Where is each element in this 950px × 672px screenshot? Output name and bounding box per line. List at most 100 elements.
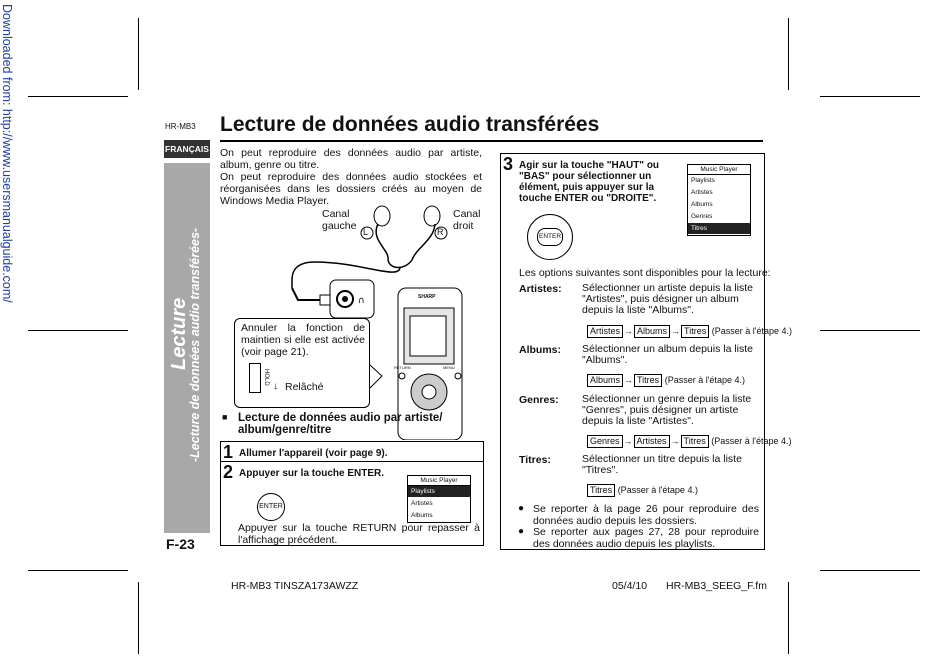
bullet-text: Se reporter à la page 26 pour reproduire… <box>533 503 759 527</box>
svg-text:∩: ∩ <box>358 296 365 306</box>
bullet-dot-icon: ● <box>518 503 525 514</box>
side-bar <box>164 163 210 533</box>
relache-label: Relâché <box>285 381 324 393</box>
language-tab: FRANÇAIS <box>164 140 210 158</box>
menu-item[interactable]: Playlists <box>408 486 470 498</box>
crop-mark <box>820 330 920 331</box>
flow-chip: Titres <box>634 374 663 387</box>
arrow-right-icon: → <box>670 436 680 446</box>
page-title: Lecture de données audio transférées <box>220 113 600 136</box>
option-term: Titres: <box>519 454 551 466</box>
crop-mark <box>138 18 139 90</box>
menu-label: MENU <box>443 365 455 370</box>
device-brand: SHARP <box>418 294 436 300</box>
step-1-text: Allumer l'appareil (voir page 9). <box>239 448 388 459</box>
crop-mark <box>28 96 128 97</box>
option-term: Albums: <box>519 344 561 356</box>
option-flow: Genres→Artistes→Titres (Passer à l'étape… <box>587 435 791 448</box>
menu-item[interactable]: Titres <box>688 223 750 235</box>
flow-note: (Passer à l'étape 4.) <box>664 375 745 385</box>
option-flow: Artistes→Albums→Titres (Passer à l'étape… <box>587 325 792 338</box>
flow-chip: Artistes <box>633 435 670 448</box>
flow-chip: Titres <box>681 325 710 338</box>
canal-droit-label: Canal droit <box>453 208 481 232</box>
menu-item[interactable]: Albums <box>688 199 750 211</box>
arrow-right-icon: → <box>623 436 633 446</box>
step-3-number: 3 <box>503 154 514 174</box>
model-small: HR-MB3 <box>165 122 196 131</box>
option-desc: Sélectionner un artiste depuis la liste … <box>582 282 754 316</box>
arrow-down-icon: ↓ <box>273 381 278 392</box>
crop-mark <box>788 582 789 654</box>
flow-chip: Albums <box>587 374 624 387</box>
enter-center[interactable]: ENTER <box>537 228 563 246</box>
letter-l: L <box>363 227 369 237</box>
enter-label: ENTER <box>259 503 283 510</box>
flow-chip: Genres <box>587 435 623 448</box>
music-player-menu-large: Music Player Playlists Artistes Albums G… <box>687 164 751 236</box>
crop-mark <box>28 330 128 331</box>
step-1-number: 1 <box>223 442 234 462</box>
crop-mark <box>820 570 920 571</box>
canal-gauche-label: Canal gauche <box>322 208 357 232</box>
options-intro: Les options suivantes sont disponibles p… <box>519 267 771 279</box>
bullet-dot-icon: ● <box>518 526 525 537</box>
menu-item[interactable]: Genres <box>688 211 750 223</box>
watermark-link[interactable]: Downloaded from: http://www.usersmanualg… <box>0 4 14 303</box>
intro-paragraph-2: On peut reproduire des données audio sto… <box>220 171 482 207</box>
menu-item[interactable]: Artistes <box>408 498 470 510</box>
flow-note: (Passer à l'étape 4.) <box>617 485 698 495</box>
menu-item[interactable]: Playlists <box>688 175 750 187</box>
crop-mark <box>138 582 139 654</box>
hold-note-text: Annuler la fonction de maintien si elle … <box>241 322 365 358</box>
step-2-number: 2 <box>223 462 234 482</box>
section-heading: Lecture de données audio par artiste/ al… <box>238 412 443 436</box>
flow-chip: Titres <box>587 484 616 497</box>
option-desc: Sélectionner un titre depuis la liste "T… <box>582 453 742 476</box>
footer-left: HR-MB3 TINSZA173AWZZ <box>231 580 359 592</box>
flow-note: (Passer à l'étape 4.) <box>711 436 792 446</box>
flow-note: (Passer à l'étape 4.) <box>711 326 792 336</box>
intro-paragraph-1: On peut reproduire des données audio par… <box>220 147 482 171</box>
option-flow: Albums→Titres (Passer à l'étape 4.) <box>587 374 745 387</box>
option-desc: Sélectionner un genre depuis la liste "G… <box>582 393 752 427</box>
options-box <box>500 261 765 550</box>
hold-switch <box>249 363 261 393</box>
arrow-right-icon: → <box>671 326 681 336</box>
enter-label: ENTER <box>538 233 562 240</box>
nav-wheel[interactable]: ENTER <box>527 214 573 260</box>
menu-header: Music Player <box>688 165 750 175</box>
menu-header: Music Player <box>408 476 470 486</box>
option-term: Artistes: <box>519 283 562 295</box>
hold-label: HOLD <box>263 369 269 386</box>
return-label: RETURN <box>394 365 411 370</box>
music-player-menu-small: Music Player Playlists Artistes Albums <box>407 475 471 523</box>
flow-chip: Titres <box>680 435 709 448</box>
enter-button[interactable]: ENTER <box>257 493 285 521</box>
flow-chip: Artistes <box>587 325 624 338</box>
option-desc: Sélectionner un album depuis la liste "A… <box>582 343 754 366</box>
crop-mark <box>788 18 789 90</box>
earphones-illustration: ∩ <box>291 205 463 440</box>
menu-item[interactable]: Albums <box>408 510 470 522</box>
bullet-text: Se reporter aux pages 27, 28 pour reprod… <box>533 526 759 550</box>
menu-item[interactable]: Artistes <box>688 187 750 199</box>
title-rule <box>220 140 763 142</box>
language-label: FRANÇAIS <box>165 144 209 154</box>
option-flow: Titres (Passer à l'étape 4.) <box>587 484 698 497</box>
arrow-right-icon: → <box>624 326 634 336</box>
step-3-box: 3 Agir sur la touche "HAUT" ou "BAS" pou… <box>500 153 765 263</box>
letter-r: R <box>437 227 444 237</box>
page-number: F-23 <box>166 536 195 552</box>
footer-date: 05/4/10 <box>612 580 648 592</box>
step-divider <box>221 461 483 462</box>
side-title-sub: -Lecture de données audio transférées- <box>188 227 202 462</box>
steps-box-left: 1 Allumer l'appareil (voir page 9). 2 Ap… <box>220 441 484 546</box>
step-2-note: Appuyer sur la touche RETURN pour repass… <box>238 522 480 546</box>
step-3-text: Agir sur la touche "HAUT" ou "BAS" pour … <box>519 160 660 204</box>
flow-chip: Albums <box>634 325 671 338</box>
option-term: Genres: <box>519 394 559 406</box>
crop-mark <box>28 570 128 571</box>
step-2-text: Appuyer sur la touche ENTER. <box>239 468 385 479</box>
bullet-square-icon: ■ <box>222 412 228 422</box>
